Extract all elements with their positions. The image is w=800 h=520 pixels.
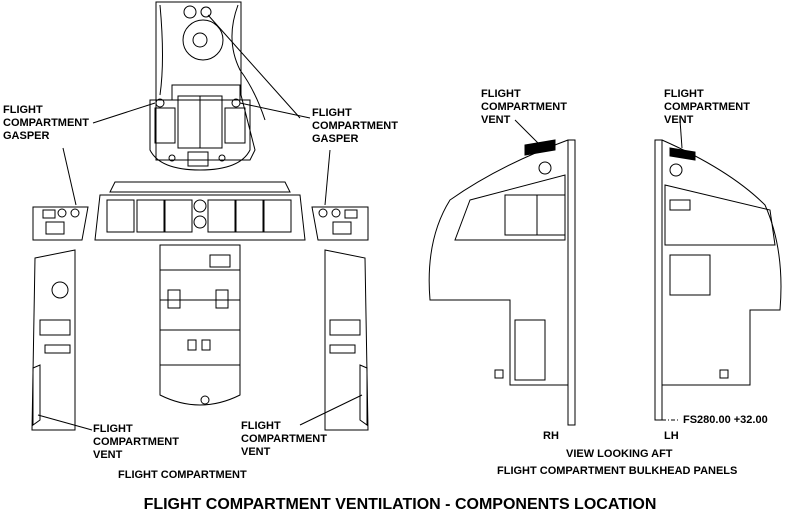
- label-line: VENT: [93, 449, 123, 461]
- label-gasper-left: FLIGHT COMPARTMENT GASPER: [3, 104, 89, 143]
- label-line: VENT: [664, 114, 694, 126]
- label-gasper-right: FLIGHT COMPARTMENT GASPER: [312, 107, 398, 146]
- label-line: COMPARTMENT: [3, 117, 89, 129]
- label-line: COMPARTMENT: [241, 433, 327, 445]
- label-line: FLIGHT: [93, 423, 133, 435]
- lh-bulkhead-panel: [654, 139, 782, 421]
- caption-view-looking-aft: VIEW LOOKING AFT: [566, 448, 673, 460]
- overhead-panel: [149, 1, 266, 171]
- rh-bulkhead-panel: [428, 139, 576, 426]
- label-rh: RH: [543, 430, 559, 442]
- label-line: GASPER: [3, 130, 50, 142]
- label-station: FS280.00 +32.00: [683, 414, 768, 426]
- label-line: COMPARTMENT: [664, 101, 750, 113]
- label-line: COMPARTMENT: [93, 436, 179, 448]
- label-vent-mid-lower: FLIGHT COMPARTMENT VENT: [241, 420, 327, 459]
- caption-bulkhead-panels: FLIGHT COMPARTMENT BULKHEAD PANELS: [497, 465, 738, 477]
- label-line: VENT: [481, 114, 511, 126]
- label-lh: LH: [664, 430, 679, 442]
- label-line: FLIGHT: [481, 88, 521, 100]
- label-line: FLIGHT: [312, 107, 352, 119]
- caption-flight-compartment: FLIGHT COMPARTMENT: [118, 469, 247, 481]
- label-line: FLIGHT: [664, 88, 704, 100]
- left-sidewall-panel: [31, 249, 76, 431]
- label-line: COMPARTMENT: [312, 120, 398, 132]
- label-vent-rh-panel: FLIGHT COMPARTMENT VENT: [481, 88, 567, 127]
- label-vent-left-lower: FLIGHT COMPARTMENT VENT: [93, 423, 179, 462]
- right-sidewall-panel: [324, 249, 369, 431]
- right-side-panel: [311, 206, 369, 241]
- label-line: GASPER: [312, 133, 359, 145]
- leader-lines: [37, 14, 683, 431]
- left-side-panel: [32, 206, 89, 241]
- diagram-title: FLIGHT COMPARTMENT VENTILATION - COMPONE…: [143, 496, 657, 513]
- label-vent-lh-panel: FLIGHT COMPARTMENT VENT: [664, 88, 750, 127]
- label-line: VENT: [241, 446, 271, 458]
- main-instrument-panel: [94, 181, 306, 241]
- center-pedestal: [159, 244, 241, 406]
- label-line: COMPARTMENT: [481, 101, 567, 113]
- label-line: FLIGHT: [3, 104, 43, 116]
- label-line: FLIGHT: [241, 420, 281, 432]
